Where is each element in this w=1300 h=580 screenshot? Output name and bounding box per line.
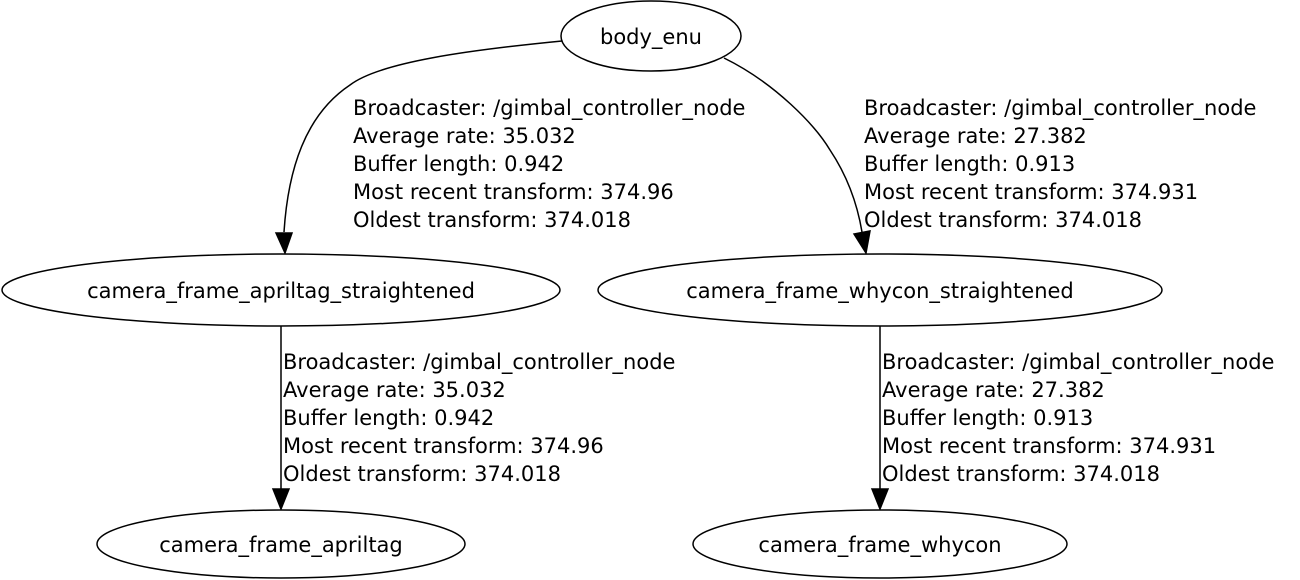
edge-buffer-length: Buffer length: 0.942 <box>353 152 564 176</box>
edge-label-whycon-straightened-to-whycon: Broadcaster: /gimbal_controller_node Ave… <box>882 350 1274 486</box>
edge-broadcaster: Broadcaster: /gimbal_controller_node <box>864 96 1256 121</box>
edge-average-rate: Average rate: 27.382 <box>864 124 1087 148</box>
node-label: body_enu <box>600 25 702 50</box>
node-camera-frame-apriltag-straightened[interactable]: camera_frame_apriltag_straightened <box>1 253 561 327</box>
edge-arrowhead <box>274 232 294 256</box>
edge-broadcaster: Broadcaster: /gimbal_controller_node <box>353 96 745 121</box>
edge-line <box>283 40 563 233</box>
node-label: camera_frame_whycon <box>758 533 1001 558</box>
edge-buffer-length: Buffer length: 0.942 <box>283 406 494 430</box>
edge-arrowhead <box>870 488 890 512</box>
edge-arrowhead <box>271 488 291 512</box>
node-ellipse <box>692 509 1068 579</box>
node-camera-frame-whycon-straightened[interactable]: camera_frame_whycon_straightened <box>597 253 1163 327</box>
node-ellipse <box>96 509 466 579</box>
node-ellipse <box>560 0 742 72</box>
node-ellipse <box>597 253 1163 327</box>
edge-body-enu-to-whycon-straightened <box>723 57 871 256</box>
edge-oldest-transform: Oldest transform: 374.018 <box>864 208 1142 232</box>
edge-average-rate: Average rate: 35.032 <box>353 124 576 148</box>
edge-apriltag-straightened-to-apriltag <box>271 326 291 512</box>
edge-average-rate: Average rate: 35.032 <box>283 378 506 402</box>
edge-whycon-straightened-to-whycon <box>870 326 890 512</box>
edge-line <box>723 57 863 233</box>
edge-label-body-enu-to-whycon-straightened: Broadcaster: /gimbal_controller_node Ave… <box>864 96 1256 232</box>
edge-average-rate: Average rate: 27.382 <box>882 378 1105 402</box>
edge-most-recent-transform: Most recent transform: 374.96 <box>283 434 604 458</box>
node-label: camera_frame_apriltag_straightened <box>87 279 475 304</box>
edge-oldest-transform: Oldest transform: 374.018 <box>283 462 561 486</box>
node-body-enu[interactable]: body_enu <box>560 0 742 72</box>
edge-arrowhead <box>852 230 871 256</box>
node-label: camera_frame_whycon_straightened <box>686 279 1074 304</box>
node-camera-frame-apriltag[interactable]: camera_frame_apriltag <box>96 509 466 579</box>
edge-body-enu-to-apriltag-straightened <box>274 40 563 256</box>
edge-most-recent-transform: Most recent transform: 374.931 <box>864 180 1198 204</box>
edge-oldest-transform: Oldest transform: 374.018 <box>882 462 1160 486</box>
edge-buffer-length: Buffer length: 0.913 <box>864 152 1075 176</box>
node-ellipse <box>1 253 561 327</box>
edge-label-body-enu-to-apriltag-straightened: Broadcaster: /gimbal_controller_node Ave… <box>353 96 745 232</box>
edge-oldest-transform: Oldest transform: 374.018 <box>353 208 631 232</box>
node-label: camera_frame_apriltag <box>159 533 403 558</box>
edge-broadcaster: Broadcaster: /gimbal_controller_node <box>882 350 1274 375</box>
edge-most-recent-transform: Most recent transform: 374.96 <box>353 180 674 204</box>
edge-most-recent-transform: Most recent transform: 374.931 <box>882 434 1216 458</box>
edge-broadcaster: Broadcaster: /gimbal_controller_node <box>283 350 675 375</box>
node-camera-frame-whycon[interactable]: camera_frame_whycon <box>692 509 1068 579</box>
edge-label-apriltag-straightened-to-apriltag: Broadcaster: /gimbal_controller_node Ave… <box>283 350 675 486</box>
edge-buffer-length: Buffer length: 0.913 <box>882 406 1093 430</box>
